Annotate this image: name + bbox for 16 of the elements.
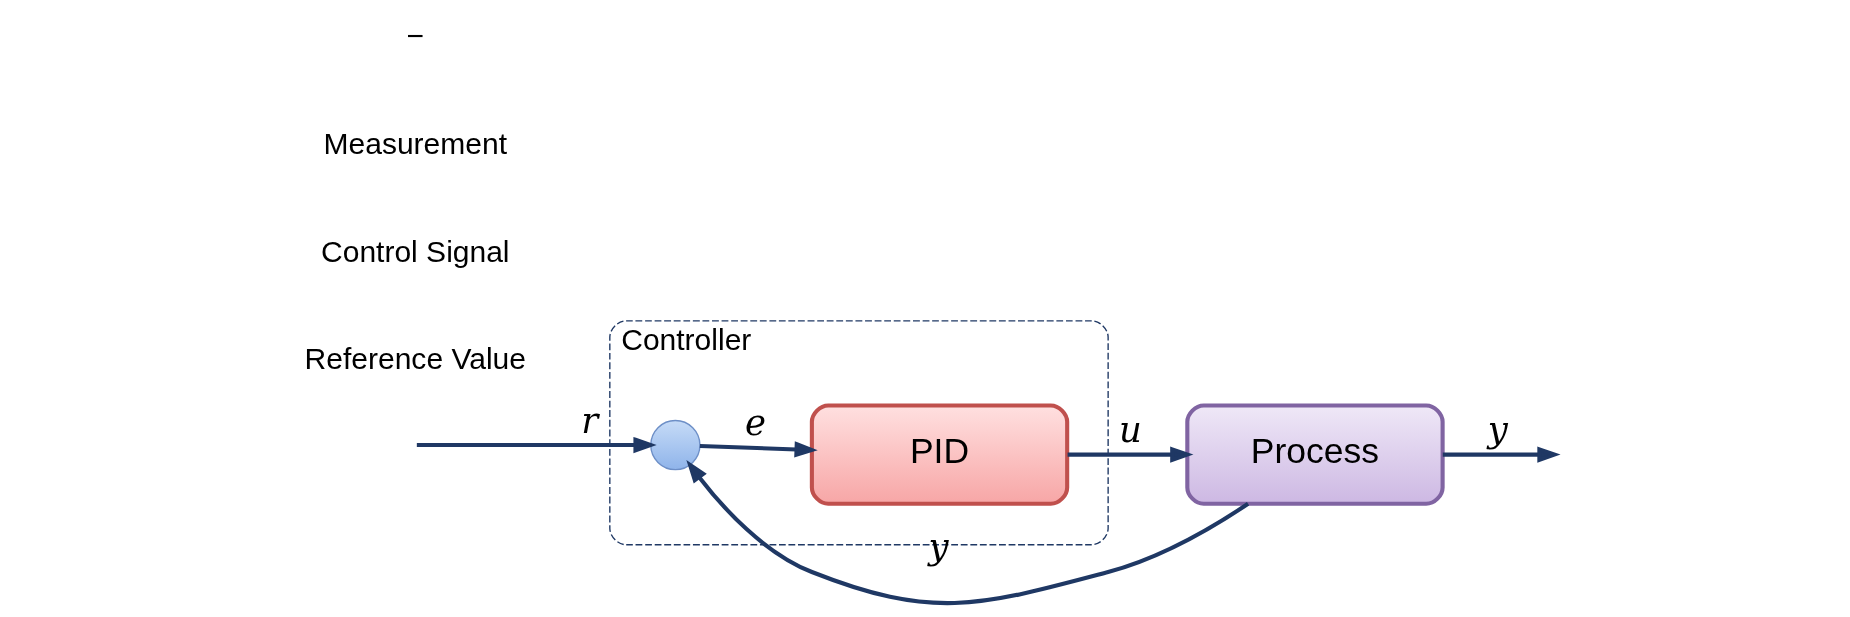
label: −	[406, 18, 425, 52]
node-box: Process	[1185, 403, 1445, 506]
label: Measurement	[323, 126, 508, 160]
label: Reference Value	[304, 342, 526, 376]
edge-label: e	[744, 402, 766, 444]
arrow	[686, 459, 1250, 605]
edge-label: y	[1487, 409, 1508, 451]
edge-label: u	[1119, 409, 1142, 451]
arrow	[416, 436, 657, 454]
node-box: PID	[809, 403, 1070, 506]
arrow	[699, 441, 818, 458]
edge-label: r	[581, 399, 599, 441]
node-circle	[650, 419, 701, 471]
arrow	[1442, 446, 1561, 463]
label: Control Signal	[321, 234, 510, 268]
arrow	[1067, 446, 1194, 463]
